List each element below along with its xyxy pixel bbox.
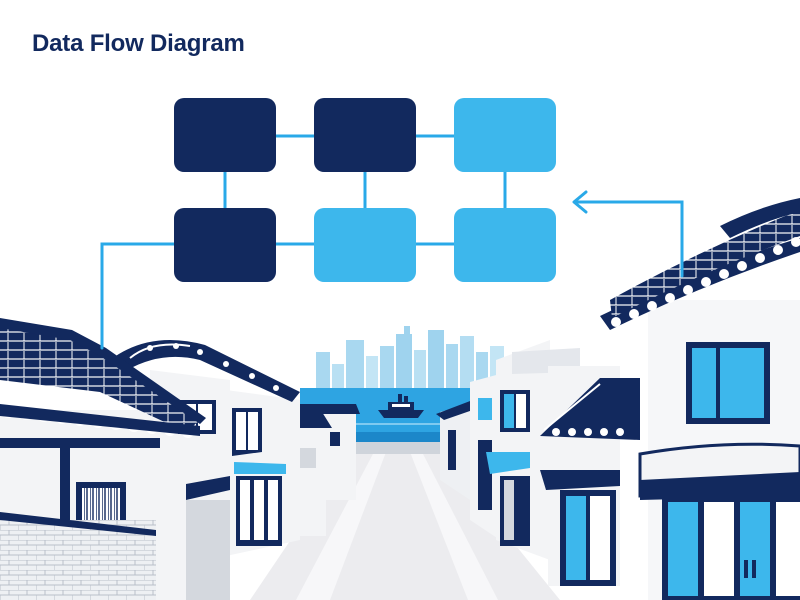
- node-r1c3: [454, 98, 556, 172]
- node-r1c2: [314, 98, 416, 172]
- node-r2c1: [174, 208, 276, 282]
- right-buildings: [436, 198, 800, 600]
- connector-left-rooftop: [100, 242, 176, 350]
- hanok-roof-icon: [110, 340, 300, 402]
- connector-right-rooftop: [574, 200, 684, 278]
- ferry-boat-icon: [378, 394, 424, 418]
- diagram-nodes: [174, 98, 556, 282]
- node-r2c2: [314, 208, 416, 282]
- arrow-head-icon: [572, 190, 588, 214]
- left-buildings: [0, 318, 360, 600]
- node-r1c1: [174, 98, 276, 172]
- node-r2c3: [454, 208, 556, 282]
- shop-awning-icon: [234, 462, 286, 474]
- diagram-connectors: [100, 134, 684, 350]
- page-title: Data Flow Diagram: [32, 30, 245, 57]
